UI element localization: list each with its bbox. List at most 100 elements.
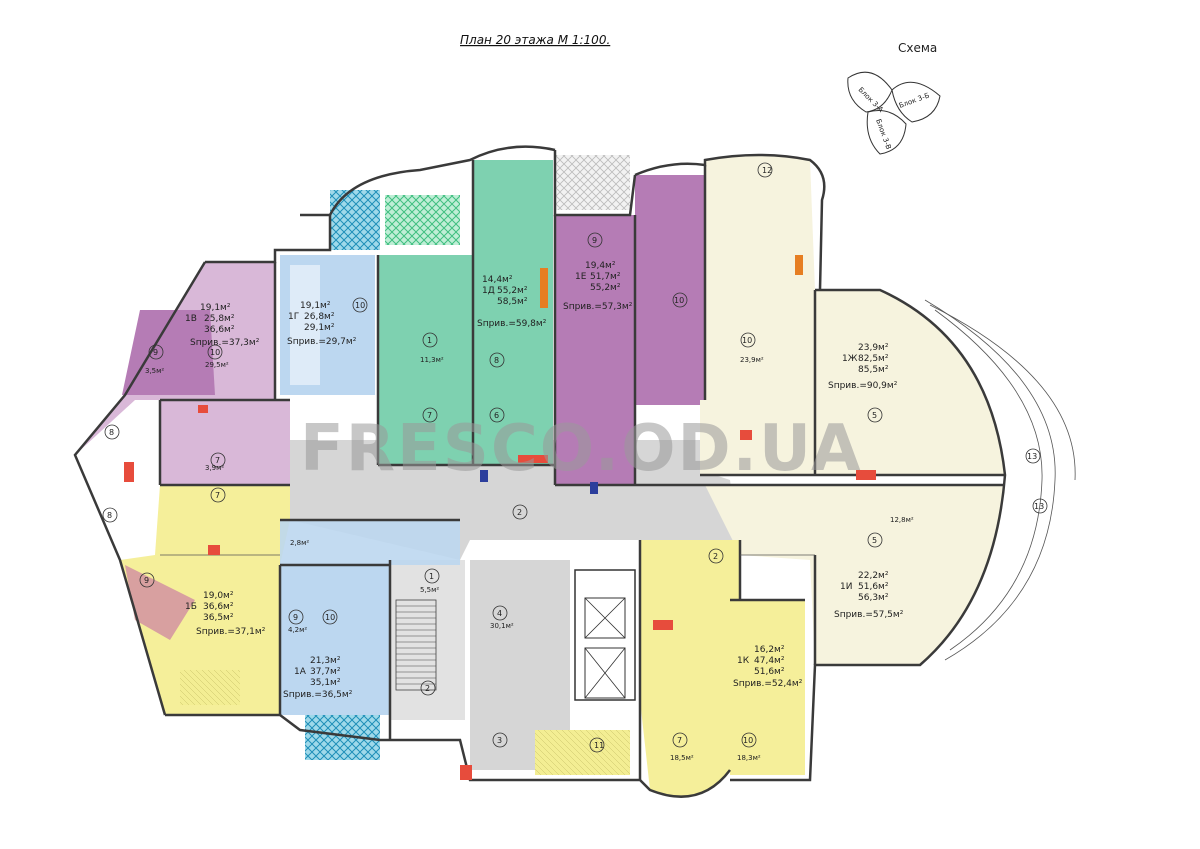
- svg-text:1А: 1А: [294, 667, 307, 677]
- svg-text:1Б: 1Б: [185, 602, 197, 612]
- room-number: 10: [325, 613, 335, 622]
- room-area: 29,5м²: [205, 361, 229, 369]
- svg-text:85,5м²: 85,5м²: [858, 365, 889, 375]
- room-markers: 9 10 8 7 10 1 7 8 6 9 10 10 5 5 13 13 2 …: [102, 162, 1048, 753]
- room-area: 4,2м²: [288, 626, 307, 634]
- svg-text:19,1м²: 19,1м²: [300, 301, 331, 311]
- loggia-2: [385, 195, 460, 245]
- svg-text:19,0м²: 19,0м²: [203, 591, 234, 601]
- scheme-diagram: Схема Блок 3-А Блок 3-Б Блок 3-В: [847, 41, 941, 155]
- room-number: 5: [872, 411, 877, 420]
- room-number: 6: [494, 411, 499, 420]
- svg-text:1Ж: 1Ж: [842, 354, 858, 364]
- room-number: 1: [429, 572, 434, 581]
- room-number: 13: [1027, 452, 1037, 461]
- svg-text:55,2м²: 55,2м²: [497, 286, 528, 296]
- room-area: 23,9м²: [740, 356, 764, 364]
- svg-text:16,2м²: 16,2м²: [754, 645, 785, 655]
- room-number: 7: [427, 411, 432, 420]
- apartment-1a: [280, 565, 390, 715]
- room-number: 13: [1034, 502, 1044, 511]
- room-number: 3: [497, 736, 502, 745]
- svg-text:19,4м²: 19,4м²: [585, 261, 616, 271]
- apartment-label-1zh: 23,9м² 1Ж 82,5м² 85,5м² Sприв.=90,9м²: [828, 343, 898, 391]
- apartment-label-1i: 22,2м² 1И 51,6м² 56,3м² Sприв.=57,5м²: [834, 571, 904, 620]
- room-number: 9: [153, 348, 158, 357]
- room-area: 5,5м²: [420, 586, 439, 594]
- svg-text:Sприв.=37,3м²: Sприв.=37,3м²: [190, 338, 260, 348]
- room-area: 18,3м²: [737, 754, 761, 762]
- apartment-1zh: [700, 155, 1005, 475]
- apartment-label-1a: 21,3м² 1А 37,7м² 35,1м² Sприв.=36,5м²: [283, 656, 353, 700]
- apartment-1k: [640, 540, 805, 797]
- svg-text:1В: 1В: [185, 314, 197, 324]
- svg-text:36,6м²: 36,6м²: [204, 325, 235, 335]
- apartment-1i: [705, 485, 1005, 665]
- svg-text:Sприв.=29,7м²: Sприв.=29,7м²: [287, 337, 357, 347]
- svg-text:Sприв.=37,1м²: Sприв.=37,1м²: [196, 627, 266, 637]
- room-area: 18,5м²: [670, 754, 694, 762]
- room-area-labels: 3,5м² 29,5м² 3,9м² 11,3м² 23,9м² 18,5м² …: [145, 356, 914, 762]
- room-number: 5: [872, 536, 877, 545]
- apartment-label-1e: 19,4м² 1Е 51,7м² 55,2м² Sприв.=57,3м²: [563, 261, 633, 312]
- room-number: 10: [674, 296, 684, 305]
- svg-text:Sприв.=52,4м²: Sприв.=52,4м²: [733, 679, 803, 689]
- room-number: 10: [743, 736, 753, 745]
- svg-text:51,7м²: 51,7м²: [590, 272, 621, 282]
- svg-text:51,6м²: 51,6м²: [858, 582, 889, 592]
- stairs: [395, 599, 437, 691]
- loggia-6: [180, 670, 240, 705]
- svg-text:47,4м²: 47,4м²: [754, 656, 785, 666]
- room-number: 1: [427, 336, 432, 345]
- room-area: 3,9м²: [205, 464, 224, 472]
- room-area: 3,5м²: [145, 367, 164, 375]
- svg-text:82,5м²: 82,5м²: [858, 354, 889, 364]
- loggia-5: [555, 155, 630, 210]
- svg-text:1К: 1К: [737, 656, 750, 666]
- room-number: 7: [215, 456, 220, 465]
- room-number: 2: [425, 684, 430, 693]
- room-number: 9: [144, 576, 149, 585]
- room-number: 10: [742, 336, 752, 345]
- apartment-label-1v: 19,1м² 1В 25,8м² 36,6м² Sприв.=37,3м²: [185, 303, 260, 348]
- apartment-label-1g: 19,1м² 1Г 26,8м² 29,1м² Sприв.=29,7м²: [287, 301, 357, 347]
- svg-text:19,1м²: 19,1м²: [200, 303, 231, 313]
- svg-text:22,2м²: 22,2м²: [858, 571, 889, 581]
- svg-text:Sприв.=90,9м²: Sприв.=90,9м²: [828, 381, 898, 391]
- svg-text:26,8м²: 26,8м²: [304, 312, 335, 322]
- svg-text:23,9м²: 23,9м²: [858, 343, 889, 353]
- svg-text:37,7м²: 37,7м²: [310, 667, 341, 677]
- room-number: 8: [494, 356, 499, 365]
- room-number: 11: [594, 741, 604, 750]
- svg-text:Sприв.=59,8м²: Sприв.=59,8м²: [477, 319, 547, 329]
- svg-text:25,8м²: 25,8м²: [204, 314, 235, 324]
- svg-text:Sприв.=57,3м²: Sприв.=57,3м²: [563, 302, 633, 312]
- room-number: 9: [592, 236, 597, 245]
- elevators: [584, 597, 626, 699]
- room-number: 7: [677, 736, 682, 745]
- fixtures: [124, 255, 876, 780]
- svg-text:Sприв.=36,5м²: Sприв.=36,5м²: [283, 690, 353, 700]
- elevator-shaft: [574, 569, 636, 701]
- apartment-label-1d: 14,4м² 1Д 55,2м² 58,5м² Sприв.=59,8м²: [477, 275, 547, 329]
- room-number: 10: [355, 301, 365, 310]
- apartment-1d-right: [473, 160, 553, 465]
- room-area: 2,8м²: [290, 539, 309, 547]
- room-number: 10: [210, 348, 220, 357]
- room-number: 4: [497, 609, 502, 618]
- room-area: 11,3м²: [420, 356, 444, 364]
- plan-title: План 20 этажа М 1:100.: [460, 33, 610, 47]
- svg-text:1Д: 1Д: [482, 286, 495, 296]
- apartment-1e: [555, 215, 635, 485]
- room-number: 7: [215, 491, 220, 500]
- watermark: FRESCO.OD.UA: [300, 412, 862, 486]
- svg-text:1Г: 1Г: [288, 312, 299, 322]
- apartment-label-1b: 19,0м² 1Б 36,6м² 36,5м² Sприв.=37,1м²: [185, 591, 266, 637]
- svg-text:35,1м²: 35,1м²: [310, 678, 341, 688]
- room-area: 12,8м²: [890, 516, 914, 524]
- room-number: 8: [107, 511, 112, 520]
- apartment-1e-right: [635, 175, 705, 405]
- svg-text:58,5м²: 58,5м²: [497, 297, 528, 307]
- svg-text:14,4м²: 14,4м²: [482, 275, 513, 285]
